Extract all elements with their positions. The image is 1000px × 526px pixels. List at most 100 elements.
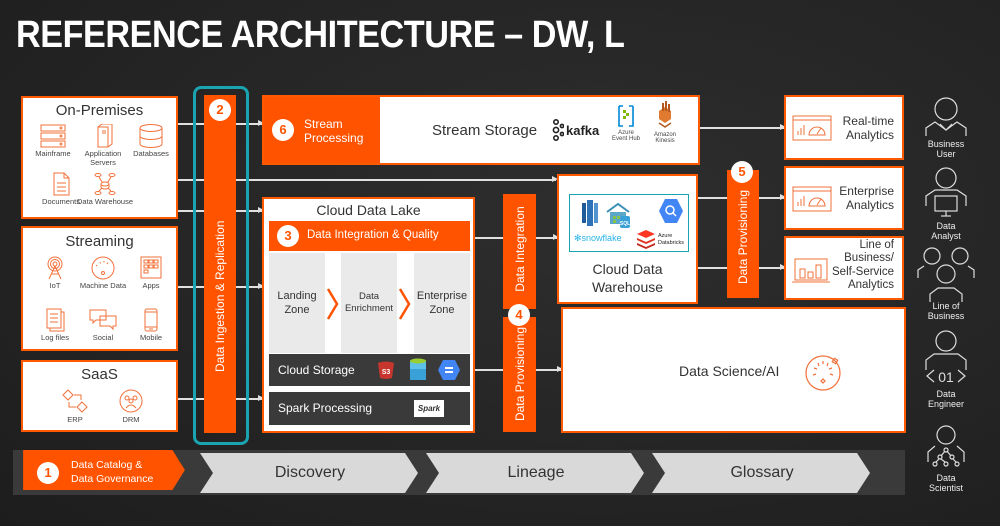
persona-data-scientist-line2: Scientist xyxy=(928,482,963,493)
persona-data-engineer-line2: Engineer xyxy=(927,398,965,409)
chevron-right-icon xyxy=(398,288,411,320)
step-4-badge: 4 xyxy=(508,304,530,326)
databases-label: Databases xyxy=(133,149,169,158)
saas-box: SaaS ERP DRM xyxy=(21,360,178,432)
connector-integration-to-warehouse xyxy=(535,234,559,240)
source-item-machine-data: Machine Data xyxy=(75,256,131,291)
enterprise-zone-line2: Zone xyxy=(429,304,455,317)
data-catalog-governance-label: Data Catalog & Data Governance xyxy=(71,459,153,486)
erp-cycle-icon xyxy=(62,389,88,413)
server-rack-icon xyxy=(40,124,66,148)
enterprise-analytics-line2: Analytics xyxy=(845,198,894,213)
data-engineer-icon: 01 xyxy=(925,330,967,385)
connector-lake-to-integration xyxy=(475,237,505,239)
landing-zone-line2: Zone xyxy=(284,304,310,317)
analytics-dashboard-icon xyxy=(792,115,832,141)
cloud-storage-label: Cloud Storage xyxy=(278,363,355,377)
connector-provisioning-to-enterprise xyxy=(758,194,786,200)
svg-text:S3: S3 xyxy=(382,369,391,376)
ingestion-highlight-frame xyxy=(193,86,249,445)
stream-processing-row: 6 Stream Processing Stream Storage kafka… xyxy=(262,95,700,165)
cloud-data-lake-box: Cloud Data Lake 3 Data Integration & Qua… xyxy=(262,197,475,433)
cloud-data-warehouse-box: SQL ✻snowflake Azure Databricks Cloud Da… xyxy=(557,174,698,304)
antenna-icon xyxy=(47,256,63,280)
document-icon xyxy=(53,172,70,196)
source-item-drm: DRM xyxy=(103,388,159,425)
streaming-title: Streaming xyxy=(65,233,134,250)
sql-text: SQL xyxy=(620,221,630,227)
database-icon xyxy=(139,124,163,148)
social-label: Social xyxy=(92,333,114,342)
log-files-icon xyxy=(46,308,65,332)
data-enrichment-line2: Enrichment xyxy=(344,303,394,315)
glossary-step-label: Glossary xyxy=(730,464,794,481)
enterprise-zone: Enterprise Zone xyxy=(414,253,470,353)
persona-data-analyst-line2: Analyst xyxy=(931,230,961,241)
saas-title: SaaS xyxy=(81,366,118,383)
machine-data-label: Machine Data xyxy=(79,281,127,290)
dial-icon xyxy=(805,355,841,391)
spark-logo-icon: Spark xyxy=(414,400,444,417)
data-integration-label: Data Integration xyxy=(513,206,527,292)
kafka-logo: kafka xyxy=(552,119,599,141)
chat-bubbles-icon xyxy=(89,309,117,331)
enterprise-zone-label: Enterprise Zone xyxy=(414,289,470,318)
amazon-kinesis-logo: Amazon Kinesis xyxy=(648,101,682,145)
source-item-application-servers: Application Servers xyxy=(75,124,131,167)
lob-self-service-analytics-box: Line of Business/ Self-Service Analytics xyxy=(784,236,904,300)
on-premises-title: On-Premises xyxy=(55,102,144,119)
azure-event-hub-icon xyxy=(618,105,634,127)
persona-data-engineer: 01 Data Engineer xyxy=(911,330,981,410)
amazon-kinesis-text: Amazon Kinesis xyxy=(653,131,676,145)
persona-line-of-business: Line of Business xyxy=(911,246,981,322)
bar-chart-laptop-icon xyxy=(792,258,830,283)
lob-analytics-line1: Line of xyxy=(859,239,894,251)
data-integration-quality-bar: 3 Data Integration & Quality xyxy=(269,221,470,251)
svg-text:01: 01 xyxy=(938,369,954,385)
realtime-analytics-line2: Analytics xyxy=(845,128,894,143)
azure-event-hub-logo: Azure Event Hub xyxy=(610,105,642,143)
source-item-social: Social xyxy=(75,308,131,343)
stream-processing-label: Stream Processing xyxy=(304,117,363,146)
enterprise-analytics-box: Enterprise Analytics xyxy=(784,166,904,230)
governance-line1: Data Catalog & xyxy=(71,459,143,471)
line-of-business-icon xyxy=(917,247,975,302)
data-enrichment-label: Data Enrichment xyxy=(341,291,397,316)
connector-stream-to-realtime xyxy=(700,124,786,130)
source-item-data-warehouse: Data Warehouse xyxy=(77,172,133,207)
stream-processing-block: 6 Stream Processing xyxy=(264,97,380,163)
spark-processing-label: Spark Processing xyxy=(278,401,373,415)
google-bigquery-icon xyxy=(659,199,683,223)
connector-onprem-to-warehouse xyxy=(178,176,558,182)
lob-analytics-label: Line of Business/ Self-Service Analytics xyxy=(832,239,894,293)
landing-zone-label: Landing Zone xyxy=(269,289,325,318)
data-provisioning-5-label: Data Provisioning xyxy=(736,189,750,285)
step-1-badge: 1 xyxy=(37,462,59,484)
enterprise-analytics-line1: Enterprise xyxy=(839,184,894,198)
mobile-phone-icon xyxy=(144,308,158,332)
persona-data-scientist-line1: Data xyxy=(936,473,956,483)
realtime-analytics-box: Real-time Analytics xyxy=(784,95,904,160)
data-provisioning-label: Data Provisioning xyxy=(513,326,527,422)
cloud-data-lake-title: Cloud Data Lake xyxy=(316,202,421,218)
realtime-analytics-label: Real-time Analytics xyxy=(843,114,894,143)
drm-label: DRM xyxy=(122,415,140,424)
erp-label: ERP xyxy=(67,415,83,424)
data-analyst-icon xyxy=(925,167,967,217)
zones-area: Landing Zone Data Enrichment Enterprise … xyxy=(269,253,470,353)
mainframe-label: Mainframe xyxy=(35,149,71,158)
business-user-icon xyxy=(925,97,967,136)
data-ingestion-label: Data Ingestion & Replication xyxy=(213,220,227,372)
warehouse-title-line1: Cloud Data xyxy=(592,261,663,277)
data-enrichment-zone: Data Enrichment xyxy=(341,253,397,353)
spark-processing-bar: Spark Processing Spark xyxy=(269,392,470,425)
page-title: REFERENCE ARCHITECTURE – DW, L xyxy=(16,14,625,56)
application-servers-label: Application Servers xyxy=(84,149,122,167)
persona-data-engineer-line1: Data xyxy=(936,389,956,399)
data-scientist-icon xyxy=(927,425,965,467)
glossary-step-shape xyxy=(652,453,870,493)
iot-label: IoT xyxy=(49,281,61,290)
analytics-dashboard-icon xyxy=(792,186,832,212)
chevron-right-icon xyxy=(326,288,339,320)
cloud-storage-bar: Cloud Storage S3 xyxy=(269,354,470,386)
